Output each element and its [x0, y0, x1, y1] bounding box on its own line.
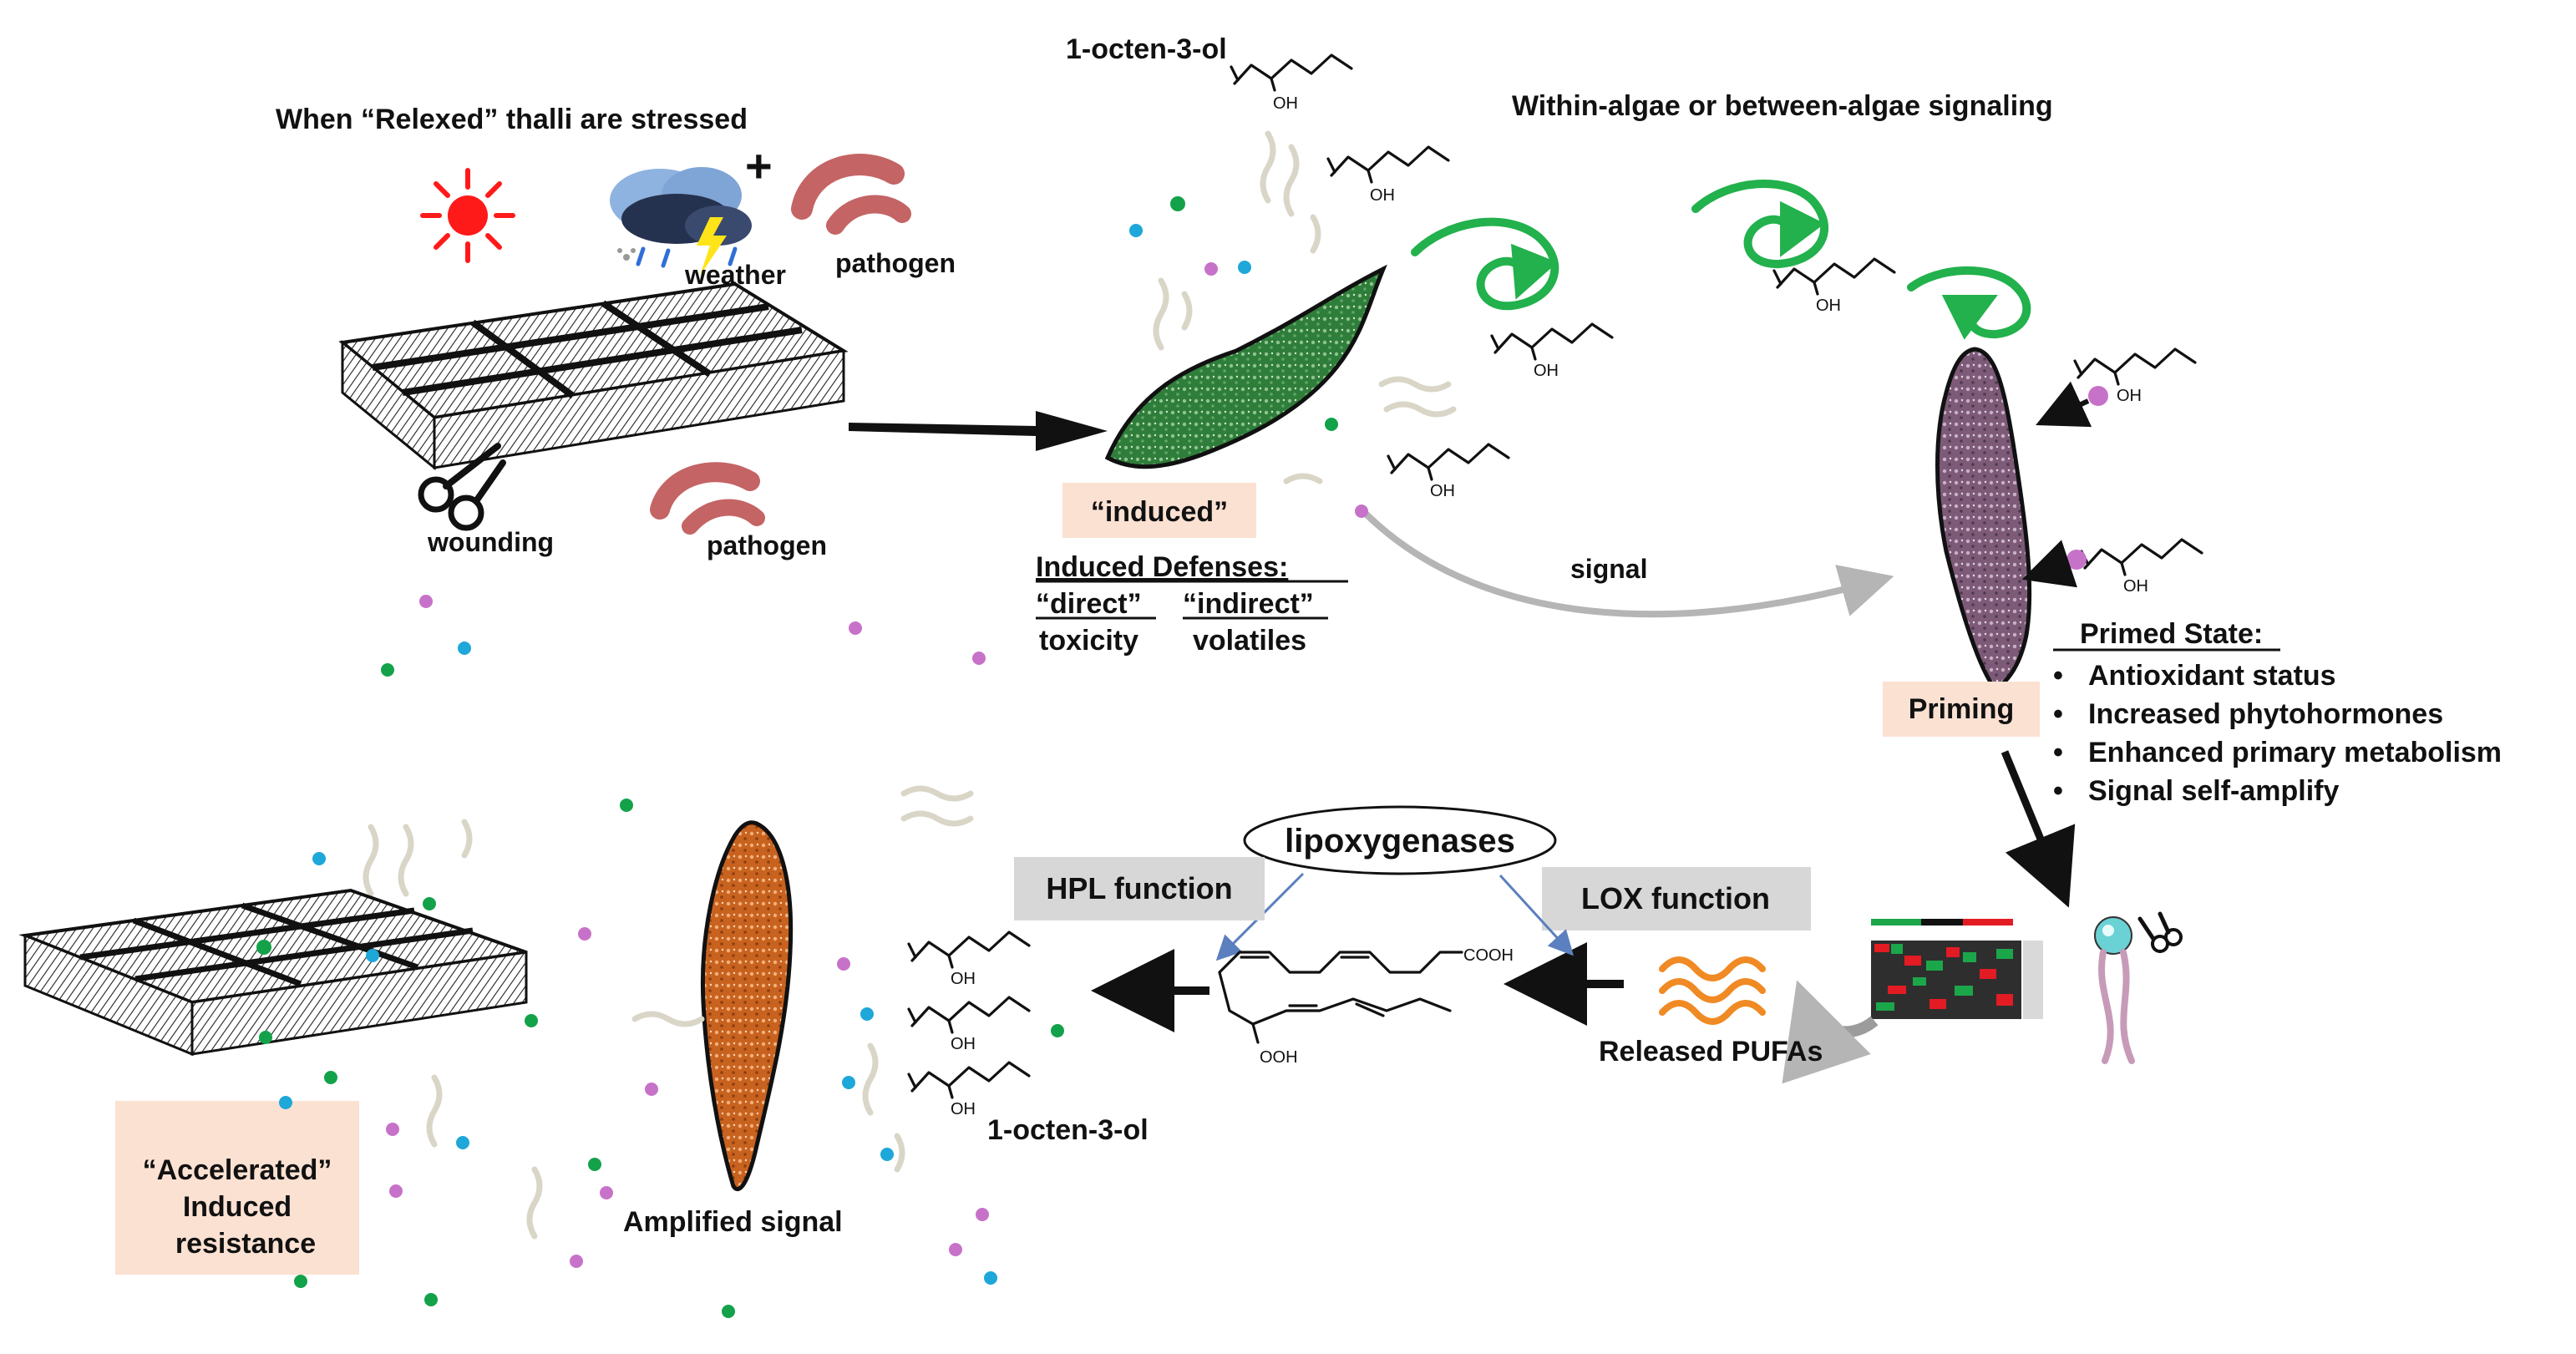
pathogen-label-1: pathogen [835, 248, 956, 278]
svg-text:•: • [2053, 737, 2063, 768]
octenol-bottom-label: 1-octen-3-ol [987, 1114, 1149, 1146]
svg-text:•: • [2053, 775, 2063, 807]
svg-text:OH: OH [1273, 94, 1298, 113]
induced-label: “induced” [1091, 496, 1228, 528]
sun-icon [420, 168, 515, 263]
octenol-structure: OH [1490, 322, 1614, 380]
signaling-title: Within-algae or between-algae signaling [1512, 90, 2053, 122]
octenol-structure: OH [1326, 145, 1450, 205]
svg-text:•: • [2053, 698, 2063, 730]
induced-defenses-title: Induced Defenses: [1036, 551, 1288, 583]
amplified-thallus [700, 820, 794, 1192]
volatiles-label: volatiles [1193, 625, 1306, 657]
primed-state-list: • Antioxidant status • Increased phytoho… [2053, 660, 2502, 807]
lipoxygenases-ellipse [1243, 805, 1557, 875]
primed-state-title: Primed State: [2080, 618, 2263, 650]
accelerated-line-3: resistance [175, 1228, 316, 1260]
priming-box [1883, 682, 2040, 737]
svg-text:OH: OH [951, 1035, 976, 1053]
svg-text:OH: OH [951, 970, 976, 988]
induced-thallus [1104, 264, 1387, 469]
volatile-wisps [363, 785, 974, 1240]
wounding-label: wounding [427, 527, 554, 557]
plus-sign: + [745, 139, 773, 192]
primed-state-item: Increased phytohormones [2088, 698, 2443, 730]
volatile-wisps [1153, 130, 1457, 484]
primed-state-item: Antioxidant status [2088, 660, 2336, 692]
storm-cloud-icon [610, 167, 752, 276]
indirect-label: “indirect” [1183, 588, 1314, 620]
svg-text:OH: OH [1816, 297, 1841, 315]
lox-box [1542, 867, 1811, 931]
octenol-top-label: 1-octen-3-ol [1066, 33, 1227, 65]
priming-to-lipid-arrow [2000, 750, 2076, 908]
direct-label: “direct” [1036, 588, 1142, 620]
octenol-structure: OH [907, 1061, 1031, 1118]
svg-text:OH: OH [1534, 362, 1559, 380]
pathogen-label-2: pathogen [707, 530, 827, 560]
svg-text:OH: OH [2123, 577, 2148, 596]
primed-state-item: Enhanced primary metabolism [2088, 737, 2502, 768]
hpl-box [1014, 857, 1265, 920]
svg-text:COOH: COOH [1463, 946, 1514, 965]
accelerated-line-2: Induced [183, 1191, 292, 1223]
binding-arrow [2021, 540, 2078, 588]
pathogen-icon [791, 154, 911, 235]
octenol-structure: OH [1772, 257, 1896, 315]
released-pufas-label: Released PUFAs [1599, 1036, 1823, 1067]
binding-arrow [2036, 381, 2092, 428]
thalli-grid-top [338, 281, 849, 471]
receptor-dot [2088, 386, 2108, 406]
lipoxygenases-label: lipoxygenases [1285, 823, 1515, 860]
membrane-lipid-icon [2094, 911, 2183, 1064]
signaling-spiral [1411, 179, 2031, 340]
stress-to-induced-arrow [849, 411, 1108, 451]
signal-arrow [1361, 509, 1894, 618]
svg-text:OH: OH [1370, 186, 1395, 205]
octenol-structure: OH [907, 996, 1031, 1053]
pufa-icon [1659, 956, 1766, 1025]
heatmap-to-pufa-arrow [1782, 980, 1879, 1084]
stressed-title: When “Relexed” thalli are stressed [276, 104, 748, 135]
thalli-grid-bottom [18, 888, 528, 1057]
heatmap-icon [1871, 919, 2043, 1019]
octenol-structure: OH [2073, 347, 2197, 405]
hydroperoxide-structure: COOH OOH [1218, 946, 1514, 1067]
lox-pointer [1498, 874, 1575, 956]
signal-label: signal [1570, 554, 1647, 584]
signal-dots [256, 196, 1368, 1318]
svg-text:OH: OH [2117, 387, 2142, 405]
svg-text:OH: OH [951, 1100, 976, 1118]
receptor-dot [2066, 550, 2087, 570]
accelerated-box [115, 1101, 359, 1275]
accelerated-line-1: “Accelerated” [143, 1154, 332, 1186]
pathogen-icon [650, 462, 765, 535]
octenol-structure: OH [1387, 443, 1510, 500]
lox-function-label: LOX function [1581, 881, 1770, 915]
octenol-structure: OH [907, 931, 1031, 988]
induced-box [1062, 483, 1256, 538]
svg-text:OOH: OOH [1260, 1048, 1298, 1067]
svg-text:•: • [2053, 660, 2063, 692]
octenol-structure: OH [2080, 538, 2203, 596]
octenol-structure: OH [1230, 53, 1353, 113]
hpl-function-label: HPL function [1046, 871, 1232, 905]
priming-label: Priming [1909, 693, 2015, 725]
primed-thallus [1935, 347, 2032, 691]
svg-text:OH: OH [1430, 482, 1455, 500]
scissors-icon [418, 443, 506, 531]
toxicity-label: toxicity [1039, 625, 1138, 657]
primed-state-item: Signal self-amplify [2088, 775, 2339, 807]
amplified-signal-label: Amplified signal [623, 1206, 843, 1238]
